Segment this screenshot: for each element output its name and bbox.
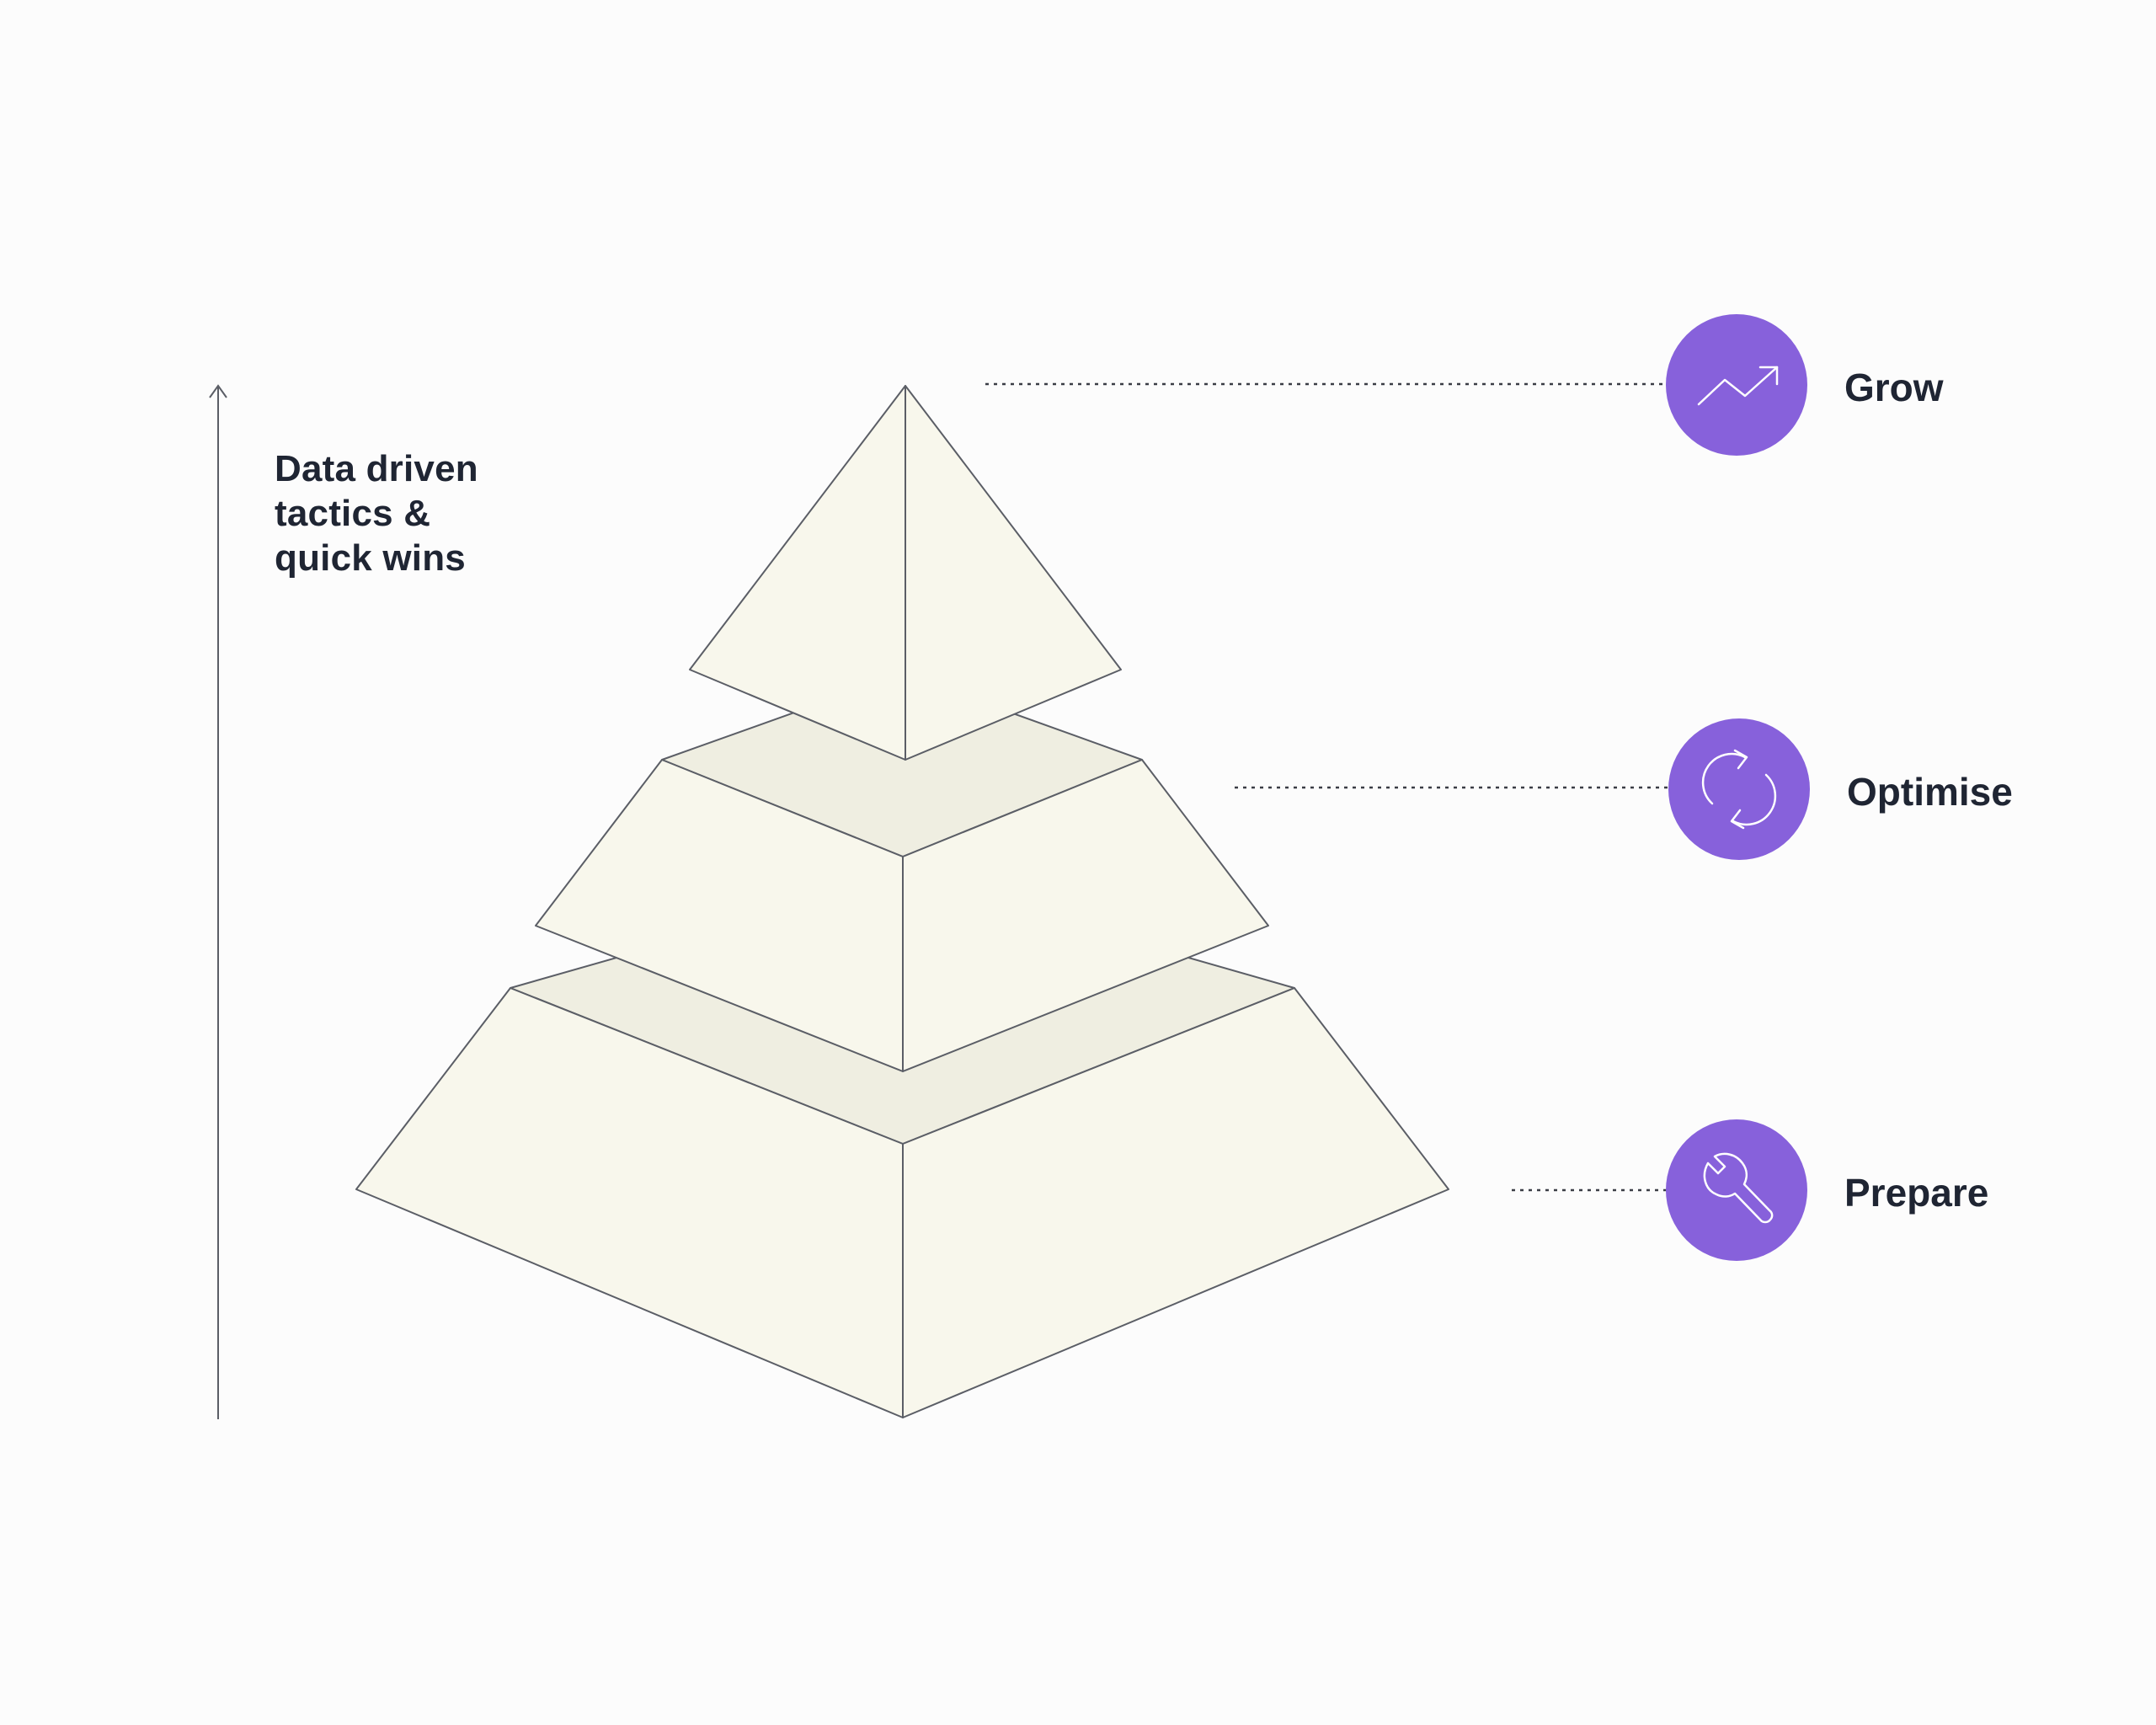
axis-label-line-1: Data driven (275, 448, 478, 489)
trending-up-icon (1666, 314, 1807, 456)
tier-label-grow: Grow (1844, 366, 1944, 409)
tier-label-optimise: Optimise (1847, 770, 2013, 814)
leader-lines (985, 382, 1668, 1192)
axis-label: Data driven tactics & quick wins (275, 446, 578, 580)
pyramid-tier-optimise (535, 673, 1269, 1072)
tier-label-prepare: Prepare (1844, 1171, 1989, 1215)
vertical-axis-arrow (209, 384, 227, 1419)
refresh-icon (1668, 718, 1810, 860)
axis-label-line-3: quick wins (275, 537, 466, 579)
wrench-icon (1666, 1119, 1807, 1261)
pyramid-tier-grow (689, 385, 1122, 761)
axis-label-line-2: tactics & (275, 493, 431, 534)
